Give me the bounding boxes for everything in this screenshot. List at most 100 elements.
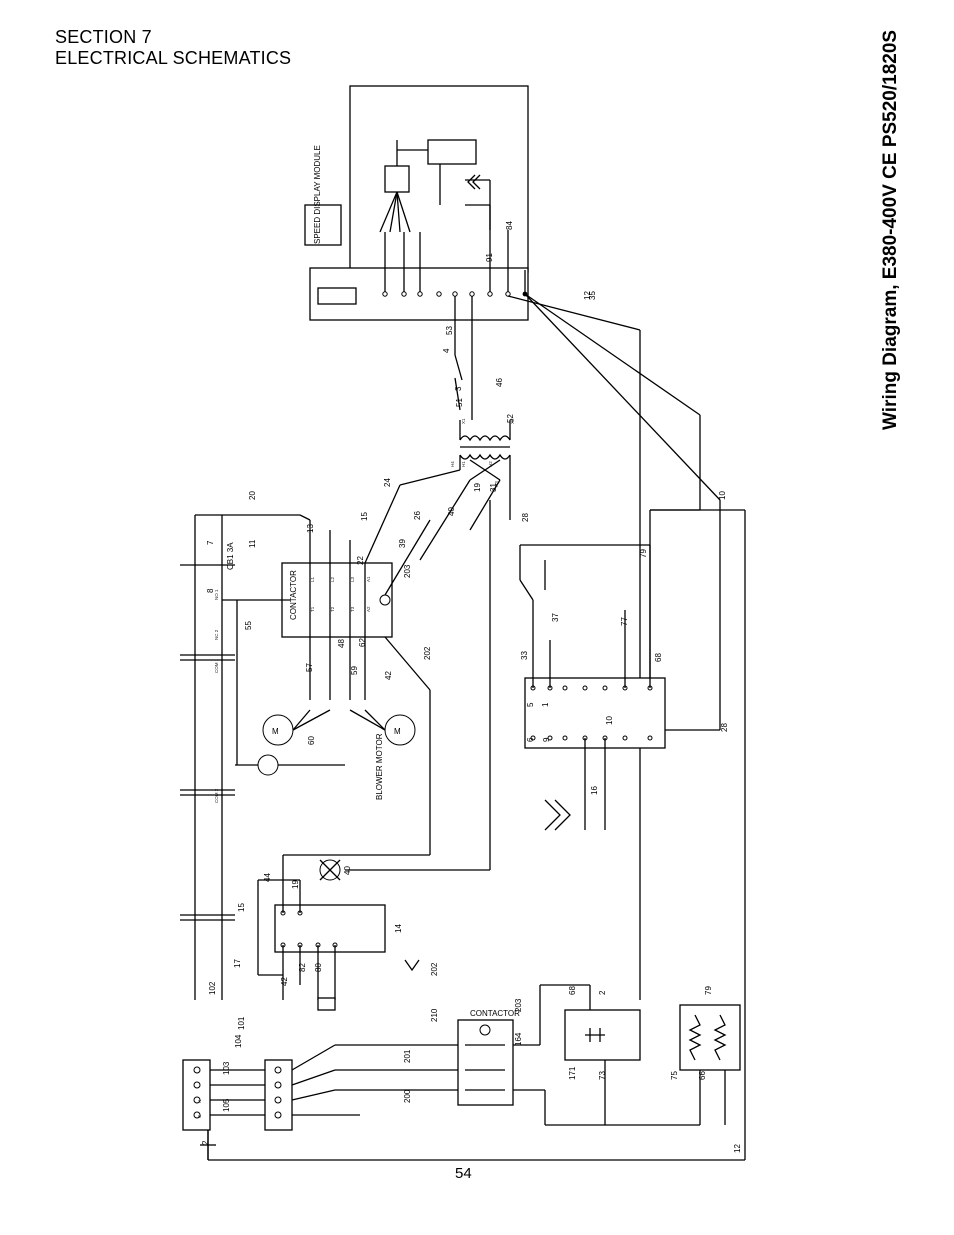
blower-motor-label: BLOWER MOTOR	[375, 733, 384, 800]
terminal-label: G	[197, 1114, 202, 1118]
wire-number: 24	[383, 478, 392, 487]
wire-number: 40	[343, 866, 352, 875]
control-module	[257, 500, 491, 1011]
wire-number: 75	[670, 1071, 679, 1080]
terminal-label: X1	[461, 418, 466, 424]
wire-number: 3	[454, 386, 463, 391]
wire-number: 8	[206, 588, 215, 593]
svg-text:M: M	[272, 727, 279, 736]
wire-number: 12	[583, 291, 592, 300]
wire-number: 4	[442, 348, 451, 353]
wire-number: 202	[423, 646, 432, 660]
wire-number: 201	[403, 1049, 412, 1063]
terminal-label: T1	[310, 606, 315, 612]
wire-number: 80	[314, 963, 323, 972]
terminal-label: H2	[488, 461, 493, 467]
wire-number: 15	[360, 512, 369, 521]
wire-number: 73	[598, 1071, 607, 1080]
wire-number: 10	[718, 491, 727, 500]
wire-number: 6	[526, 737, 535, 742]
terminal-label: H3	[494, 481, 499, 487]
wire-number: 79	[639, 549, 648, 558]
wire-number: 51	[455, 398, 464, 407]
wire-number: 35	[588, 291, 597, 300]
terminal-label: T2	[330, 606, 335, 612]
wire-number: 2	[598, 990, 607, 995]
terminal-label: X2	[510, 418, 515, 424]
transformer	[399, 420, 511, 561]
wire-number: 104	[234, 1034, 243, 1048]
wire-number: 13	[306, 524, 315, 533]
wire-number: 48	[337, 639, 346, 648]
wire-number: 28	[521, 513, 530, 522]
heater-contactor-label: CONTACTOR	[470, 1009, 520, 1018]
wire-number: 33	[520, 651, 529, 660]
section-subtitle: ELECTRICAL SCHEMATICS	[55, 48, 292, 68]
fuse-label: CB1 3A	[226, 542, 235, 570]
wire-number: 59	[350, 666, 359, 675]
wire-number: 19	[473, 483, 482, 492]
wire-number: 15	[237, 903, 246, 912]
section-heading: SECTION 7	[55, 27, 152, 47]
wire-number: 53	[445, 326, 454, 335]
power-terminal-blocks	[182, 1044, 360, 1160]
wire-number: 46	[495, 378, 504, 387]
terminal-label: COM 1	[214, 658, 219, 673]
wire-number: 202	[430, 962, 439, 976]
terminal-label: T3	[350, 606, 355, 612]
terminal-label: NC 2	[214, 629, 219, 640]
wire-number: 39	[398, 539, 407, 548]
wire-number: 1	[541, 702, 550, 707]
wire-number: 200	[403, 1089, 412, 1103]
wire-number: 84	[505, 221, 514, 230]
wire-number: 26	[413, 511, 422, 520]
wire-number: 102	[208, 981, 217, 995]
wire-number: 105	[222, 1098, 231, 1112]
right-switch-module	[519, 544, 720, 831]
terminal-strip	[309, 205, 529, 321]
wire-number: 68	[654, 653, 663, 662]
wire-number: 82	[298, 963, 307, 972]
wire-number: 37	[551, 613, 560, 622]
wire-number: 11	[248, 539, 257, 548]
page-header: SECTION 7 ELECTRICAL SCHEMATICS	[55, 27, 291, 69]
wire-number: 210	[430, 1008, 439, 1022]
wire-number: 101	[237, 1016, 246, 1030]
wire-number: 171	[568, 1066, 577, 1080]
wire-number: 57	[305, 663, 314, 672]
wire-number: 60	[307, 736, 316, 745]
wire-number: 10	[605, 716, 614, 725]
wire-number: 42	[384, 671, 393, 680]
relay-column	[180, 514, 311, 1000]
wire-number: 14	[394, 924, 403, 933]
wire-number: 91	[485, 253, 494, 262]
bottom-right-relays	[564, 985, 741, 1125]
wire-number: 9	[542, 737, 551, 742]
terminal-label: L2	[330, 576, 335, 582]
heater-contactor: CONTACTOR	[335, 984, 700, 1126]
wire-number: 66	[698, 1071, 707, 1080]
wire-number: 203	[403, 564, 412, 578]
wire-number: 164	[514, 1032, 523, 1046]
wire-number: 5	[526, 702, 535, 707]
main-contactor: CONTACTOR	[281, 484, 431, 700]
svg-text:M: M	[394, 727, 401, 736]
terminal-label: A2	[366, 606, 371, 612]
display-module-box: SPEED DISPLAY MODULE	[304, 85, 529, 273]
speed-display-label: SPEED DISPLAY MODULE	[313, 145, 322, 244]
terminal-label: NO 1	[214, 589, 219, 600]
terminal-label: N	[197, 1100, 202, 1103]
terminal-label: COM 2	[214, 788, 219, 803]
wire-number: 42	[280, 977, 289, 986]
wire-number: 7	[206, 540, 215, 545]
wire-number: 52	[506, 414, 515, 423]
main-contactor-label: CONTACTOR	[289, 570, 298, 620]
wire-number: 31	[489, 483, 498, 492]
wire-number: 2	[201, 1140, 210, 1145]
wire-number: 19	[291, 880, 300, 889]
wire-number: 55	[244, 621, 253, 630]
wire-number: 44	[263, 873, 272, 882]
wire-number: 12	[733, 1144, 742, 1153]
terminal-label: L3	[350, 576, 355, 582]
